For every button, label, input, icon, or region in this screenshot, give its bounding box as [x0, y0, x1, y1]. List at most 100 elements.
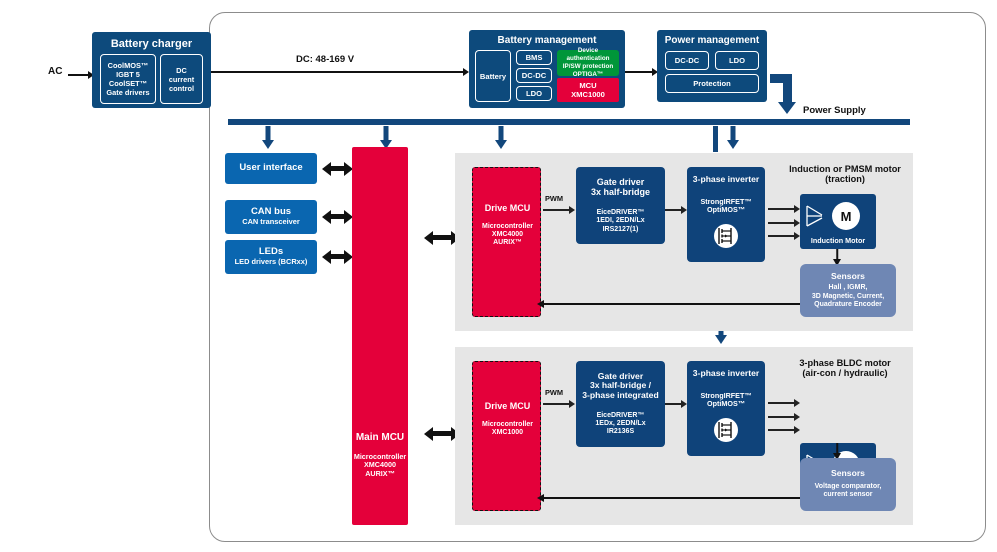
charger-line-1: CoolMOS™: [107, 61, 149, 70]
aux-inverter-sub-1: StrongIRFET™: [700, 390, 752, 400]
can-bus-sub: CAN transceiver: [242, 216, 300, 226]
aux-gd-title-1: Gate driver: [597, 370, 644, 381]
bms-mcu-box: MCU XMC1000: [557, 78, 619, 102]
aux-inverter-sub-2: OptiMOS™: [707, 399, 745, 408]
traction-drive-mcu-text: Drive MCU Microcontroller XMC4000 AURIX™: [473, 190, 542, 260]
traction-sensors-sub-3: Quadrature Encoder: [814, 300, 882, 308]
traction-gd-title-2: 3x half-bridge: [590, 187, 650, 198]
aux-pwm-label: PWM: [545, 388, 564, 397]
charger-line-4: Gate drivers: [106, 88, 150, 97]
power-management-block: Power management DC-DC LDO Protection: [657, 30, 767, 102]
main-mcu-sub-2: XMC4000: [364, 460, 396, 470]
traction-motor-caption-1: Induction or PMSM motor: [789, 164, 901, 174]
leds-sub: LED drivers (BCRxx): [234, 256, 308, 266]
aux-phase-arrow-2: [768, 413, 800, 421]
optiga-security-box: Device authentication IP/SW protection O…: [557, 47, 619, 78]
traction-motor-block: M Induction Motor: [800, 194, 876, 249]
aux-drive-mcu-sub-2: XMC1000: [491, 429, 524, 437]
optiga-line-1: Device authentication: [566, 47, 610, 63]
traction-gate-driver-block: Gate driver 3x half-bridge EiceDRIVER™ 1…: [576, 167, 665, 244]
bus-drop-line-aux: [713, 126, 718, 152]
pm-ldo-box: LDO: [715, 51, 759, 70]
bus-drop-arrow-traction-panel: [494, 126, 508, 150]
dc-current-line-2: current: [168, 74, 195, 84]
traction-pwm-label: PWM: [545, 194, 564, 203]
aux-inverter-sub-wrap: StrongIRFET™ OptiMOS™: [687, 388, 765, 412]
power-management-title: Power management: [664, 34, 760, 46]
traction-sensors-sub-2: 3D Magnetic, Current,: [811, 292, 885, 300]
ac-input-arrow: [68, 71, 94, 79]
battery-management-block: Battery management Battery BMS DC-DC LDO…: [469, 30, 625, 108]
main-mcu-block: Main MCU Microcontroller XMC4000 AURIX™: [352, 147, 408, 525]
bms-ldo-box: LDO: [516, 86, 552, 101]
battery-management-title: Battery management: [497, 34, 597, 46]
bms-dcdc-box: DC-DC: [516, 68, 552, 83]
traction-drive-mcu-block: Drive MCU Microcontroller XMC4000 AURIX™: [472, 167, 541, 317]
bms-box: BMS: [516, 50, 552, 65]
bms-mcu-part: XMC1000: [571, 90, 605, 99]
can-bus-title: CAN bus: [250, 206, 292, 218]
aux-motor-caption: 3-phase BLDC motor (air-con / hydraulic): [775, 354, 915, 382]
power-supply-label: Power Supply: [803, 105, 866, 116]
aux-drive-mcu-sub-1: Microcontroller: [482, 420, 533, 428]
optiga-line-3: OPTIGA™: [572, 70, 604, 78]
traction-drive-mcu-sub-1: Microcontroller: [482, 222, 533, 230]
traction-inverter-sub-1: StrongIRFET™: [700, 196, 752, 206]
aux-pwm-arrow: [543, 400, 575, 408]
aux-drive-mcu-title: Drive MCU: [484, 400, 531, 411]
dc-link-arrow: [211, 68, 469, 76]
traction-motor-windings-icon: [806, 205, 823, 227]
system-boundary-frame: [209, 12, 986, 542]
charger-power-stage-box: CoolMOS™ IGBT 5 CoolSET™ Gate drivers: [100, 54, 156, 104]
ps-elbow-arrowhead: [778, 102, 796, 114]
aux-gd-sub-2: 1EDx, 2EDN/Lx: [595, 419, 646, 427]
optiga-line-2: IP/SW protection: [562, 63, 614, 70]
traction-gd-sub-3: IRS2127(1): [602, 225, 639, 233]
aux-mosfet-icon: [714, 418, 738, 442]
can-mcu-bidir-arrow: [322, 209, 353, 224]
traction-drive-mcu-sub-3: AURIX™: [493, 239, 522, 247]
pm-protection-box: Protection: [665, 74, 759, 93]
ps-elbow-horizontal: [770, 74, 792, 83]
can-bus-block: CAN bus CAN transceiver: [225, 200, 317, 234]
traction-feedback-arrowhead: [537, 299, 544, 308]
traction-pwm-arrow: [543, 206, 575, 214]
aux-drive-mcu-text: Drive MCU Microcontroller XMC1000: [473, 384, 542, 454]
bm-to-pm-arrow: [625, 68, 658, 76]
aux-sensors-block: Sensors Voltage comparator, current sens…: [800, 458, 896, 511]
ui-mcu-bidir-arrow: [322, 161, 353, 176]
main-mcu-title: Main MCU: [355, 431, 405, 443]
leds-block: LEDs LED drivers (BCRxx): [225, 240, 317, 274]
traction-inverter-title: 3-phase inverter: [692, 174, 760, 185]
traction-inverter-block: 3-phase inverter StrongIRFET™ OptiMOS™: [687, 167, 765, 262]
traction-mosfet-icon: [714, 224, 738, 248]
bus-drop-arrow-peripherals: [261, 126, 275, 150]
traction-inverter-sub-2: OptiMOS™: [707, 205, 745, 214]
main-mcu-sub-1: Microcontroller: [353, 451, 407, 461]
charger-line-3: CoolSET™: [108, 79, 148, 88]
aux-motor-caption-1: 3-phase BLDC motor: [799, 358, 891, 368]
battery-charger-block: Battery charger CoolMOS™ IGBT 5 CoolSET™…: [92, 32, 211, 108]
power-supply-bus: [228, 119, 910, 125]
traction-motor-caption: Induction or PMSM motor (traction): [775, 160, 915, 188]
aux-inverter-block: 3-phase inverter StrongIRFET™ OptiMOS™: [687, 361, 765, 456]
ps-elbow-vertical: [783, 74, 792, 104]
aux-inverter-title-wrap: 3-phase inverter: [687, 366, 765, 382]
aux-motor-to-sensors-arrow: [831, 443, 843, 461]
leds-title: LEDs: [258, 246, 284, 258]
battery-cell-box: Battery: [475, 50, 511, 102]
traction-sensors-block: Sensors Hall , IGMR, 3D Magnetic, Curren…: [800, 264, 896, 317]
ac-input-label: AC: [48, 66, 63, 77]
charger-line-2: IGBT 5: [116, 70, 140, 79]
aux-gd-to-inverter-arrow: [665, 400, 687, 408]
main-mcu-text-group: Main MCU Microcontroller XMC4000 AURIX™: [352, 425, 408, 485]
aux-motor-caption-2: (air-con / hydraulic): [802, 368, 888, 378]
traction-feedback-line: [543, 303, 800, 305]
aux-feedback-arrowhead: [537, 493, 544, 502]
traction-inverter-sub-wrap: StrongIRFET™ OptiMOS™: [687, 194, 765, 218]
traction-gd-sub-1: EiceDRIVER™: [596, 209, 645, 217]
user-interface-title: User interface: [239, 162, 303, 174]
main-mcu-sub-3: AURIX™: [365, 468, 395, 478]
traction-gd-title-1: Gate driver: [596, 177, 645, 188]
